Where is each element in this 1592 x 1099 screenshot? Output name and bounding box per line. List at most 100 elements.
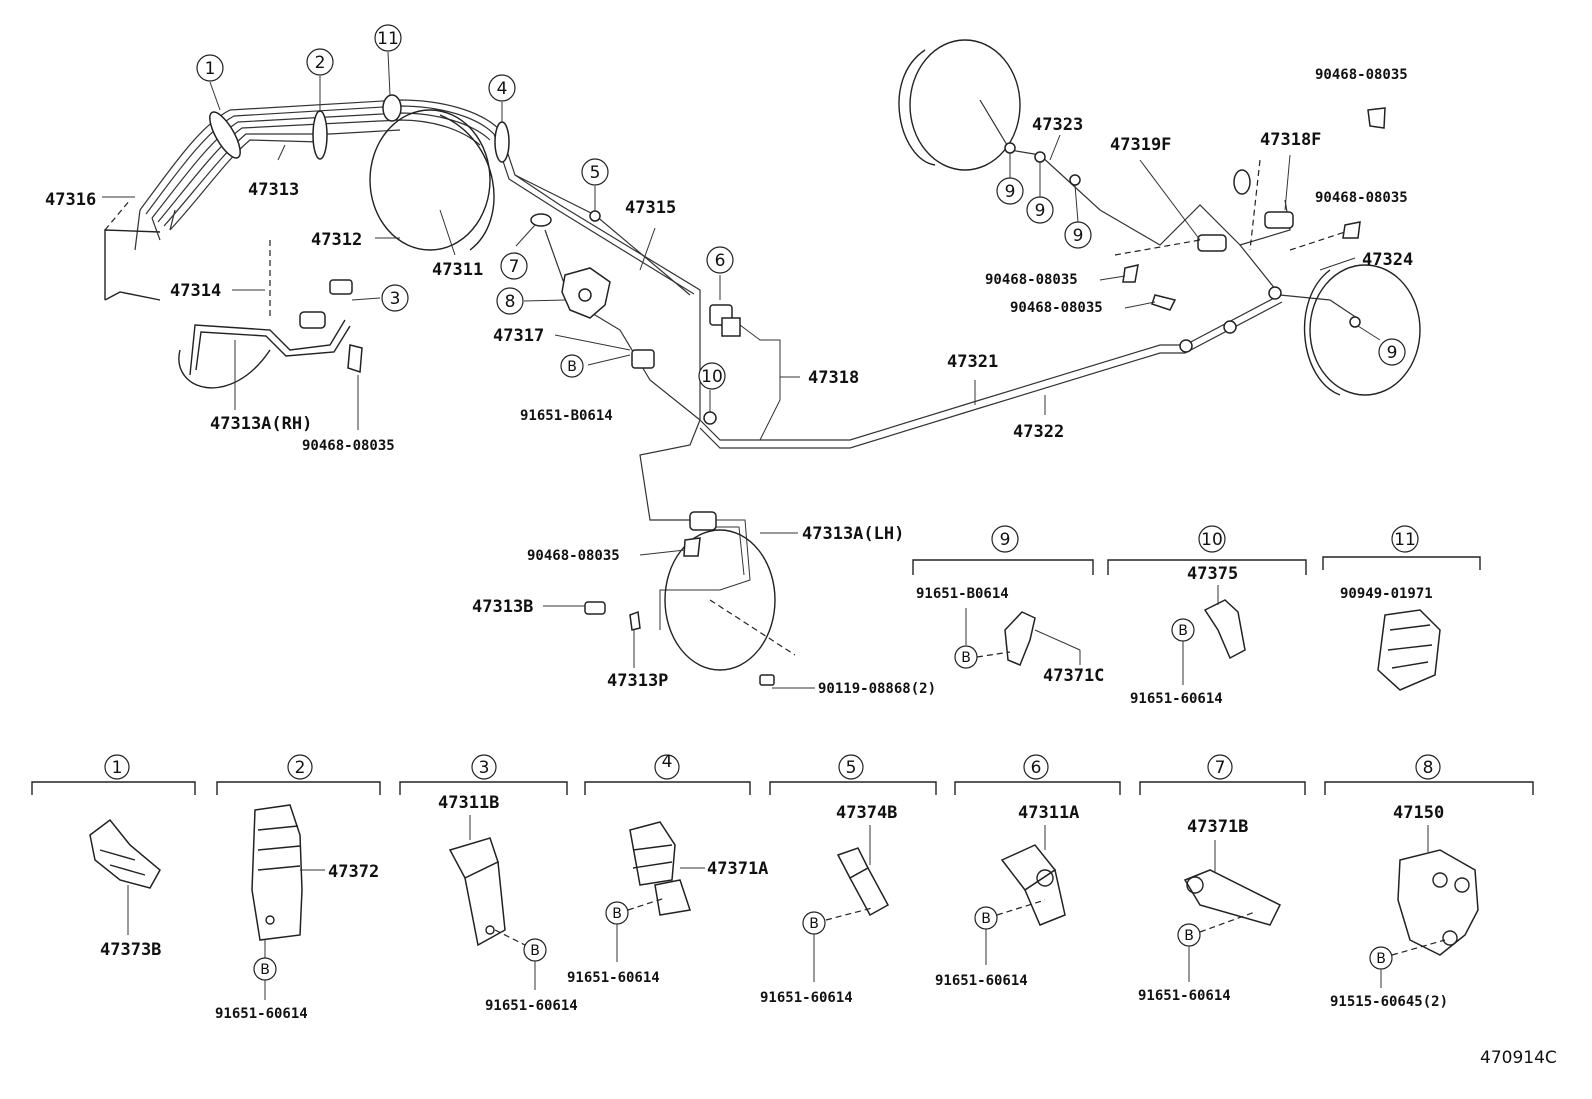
callout-8: 8 [496,287,524,315]
label-47373b: 47373B [100,940,161,960]
brake-drum-rear-right [898,39,1021,171]
label-91651-60614-e: 91651-60614 [760,990,853,1006]
label-47314: 47314 [170,281,221,301]
leader-lines [102,51,1381,689]
svg-text:11: 11 [377,29,399,49]
svg-text:10: 10 [701,367,723,387]
detail-group-9: 9 91651-B0614 47371C B [912,525,1104,686]
callout-1: 1 [196,54,224,82]
label-47372: 47372 [328,862,379,882]
label-90119-08868: 90119-08868(2) [818,681,936,697]
svg-text:5: 5 [590,163,601,183]
callout-7: 7 [500,252,528,280]
svg-text:9: 9 [1005,182,1016,202]
svg-text:B: B [1178,623,1188,639]
rh-hose-assembly [178,240,353,389]
callout-3: 3 [381,284,409,312]
label-90468-08035-b: 90468-08035 [1315,67,1408,83]
brake-drum-front-right [664,529,776,671]
svg-text:B: B [612,906,622,922]
label-47318f: 47318F [1260,130,1321,150]
label-47311: 47311 [432,260,483,280]
svg-text:4: 4 [497,79,508,99]
detail-group-11: 11 90949-01971 [1322,525,1481,691]
callout-9-c: 9 [1064,221,1092,249]
svg-text:7: 7 [509,257,520,277]
label-47324: 47324 [1362,250,1413,270]
part-47150-valve [561,267,611,319]
svg-text:6: 6 [715,251,726,271]
bolt-symbols-main: B [560,354,584,378]
label-91515-60645: 91515-60645(2) [1330,994,1448,1010]
svg-text:4: 4 [662,752,673,772]
callout-10: 10 [698,362,726,390]
label-47317: 47317 [493,326,544,346]
svg-text:1: 1 [112,758,123,778]
part-47311a-clip [709,304,741,337]
svg-text:B: B [530,943,540,959]
label-91651-b0614-b: 91651-B0614 [916,586,1009,602]
svg-text:9: 9 [1000,530,1011,550]
svg-text:9: 9 [1073,226,1084,246]
svg-text:B: B [260,962,270,978]
label-47316: 47316 [45,190,96,210]
label-47371c: 47371C [1043,666,1104,686]
callout-numbers: 1 2 11 4 5 3 7 8 6 10 9 9 9 9 [196,24,1406,390]
svg-text:1: 1 [205,59,216,79]
part-lh-hose-fitting [584,511,775,686]
label-91651-b0614-a: 91651-B0614 [520,408,613,424]
svg-text:9: 9 [1387,343,1398,363]
label-47312: 47312 [311,230,362,250]
callout-11: 11 [374,24,402,52]
svg-text:6: 6 [1031,758,1042,778]
callout-9-a: 9 [996,177,1024,205]
label-47313b: 47313B [472,597,533,617]
label-91651-60614-f: 91651-60614 [935,973,1028,989]
label-47375: 47375 [1187,564,1238,584]
diagram-id: 470914C [1480,1048,1557,1068]
svg-text:2: 2 [295,758,306,778]
label-90468-08035-a: 90468-08035 [302,438,395,454]
label-47371a: 47371A [707,859,768,879]
label-47313a-rh: 47313A(RH) [210,414,312,434]
label-47371b: 47371B [1187,817,1248,837]
svg-text:7: 7 [1215,758,1226,778]
label-91651-60614-g: 91651-60614 [1138,988,1231,1004]
brake-drum-rear-left [1303,264,1421,396]
label-47319f: 47319F [1110,135,1171,155]
callout-5: 5 [581,158,609,186]
svg-text:5: 5 [846,758,857,778]
callout-9-b: 9 [1026,196,1054,224]
label-47313a-lh: 47313A(LH) [802,524,904,544]
detail-group-6: 6 47311A B 91651-60614 [935,754,1121,989]
callout-6: 6 [706,246,734,274]
svg-text:9: 9 [1035,201,1046,221]
label-90468-08035-d: 90468-08035 [985,272,1078,288]
svg-text:2: 2 [315,53,326,73]
detail-group-4: 4 47371A B 91651-60614 [567,752,768,986]
svg-text:8: 8 [505,292,516,312]
detail-group-7: 7 47371B B 91651-60614 [1138,754,1306,1004]
svg-text:B: B [961,650,971,666]
detail-group-1: 1 47373B [31,754,196,960]
detail-group-3: 3 47311B B 91651-60614 [399,754,578,1014]
label-90468-08035-e: 90468-08035 [1010,300,1103,316]
label-91651-60614-d: 91651-60614 [567,970,660,986]
label-47150: 47150 [1393,803,1444,823]
label-47321: 47321 [947,352,998,372]
label-90949-01971: 90949-01971 [1340,586,1433,602]
label-47313p: 47313P [607,671,668,691]
callout-4: 4 [488,74,516,102]
label-91651-60614-b: 91651-60614 [215,1006,308,1022]
label-47318: 47318 [808,368,859,388]
svg-text:B: B [567,359,577,375]
label-47323: 47323 [1032,115,1083,135]
svg-text:10: 10 [1201,530,1223,550]
label-91651-60614-a: 91651-60614 [1130,691,1223,707]
label-47313: 47313 [248,180,299,200]
label-47315: 47315 [625,198,676,218]
callout-9-d: 9 [1378,338,1406,366]
svg-text:B: B [1376,951,1386,967]
svg-text:B: B [1184,928,1194,944]
